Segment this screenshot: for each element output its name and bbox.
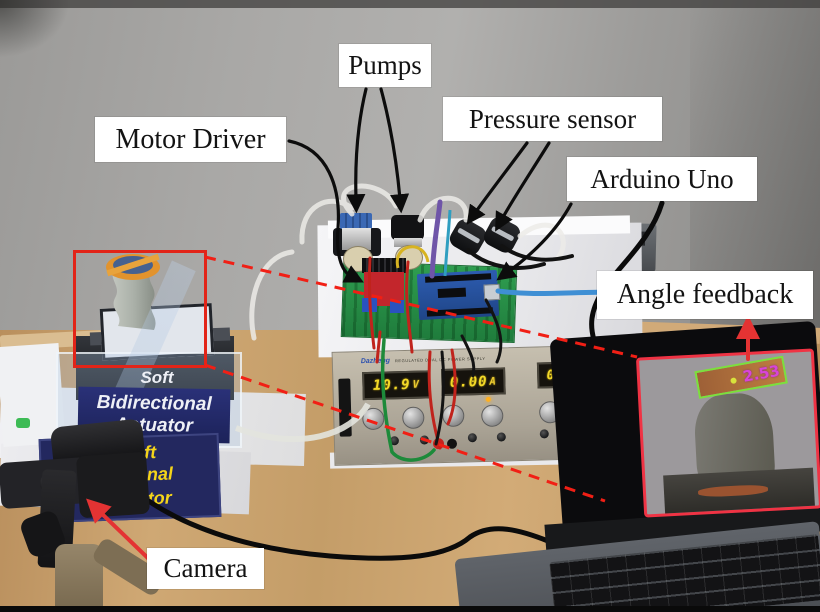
psu-display-amps: 0.00 A	[441, 367, 506, 397]
camera-assembly	[0, 418, 240, 612]
psu-model-text: REGULATED DUAL DC POWER SUPPLY	[394, 355, 486, 363]
actuator-soft-text: Soft	[112, 368, 202, 388]
curtain-top-shadow	[0, 0, 820, 8]
green-connector	[16, 418, 30, 428]
psu-display-volts: 10.9 V	[362, 370, 431, 401]
psu-amps-unit: A	[489, 375, 498, 388]
psu-knob	[402, 406, 425, 430]
driver-terminal	[362, 298, 377, 312]
angle-readout-value: 2.53	[741, 361, 782, 386]
label-angle-feedback-text: Angle feedback	[616, 279, 794, 310]
label-pumps-text: Pumps	[348, 50, 422, 80]
arduino-uno-board	[416, 269, 501, 321]
label-pressure-sensor: Pressure sensor	[443, 97, 662, 141]
psu-brand: Dazheng	[360, 356, 391, 365]
pump-right-motor	[394, 238, 422, 247]
psu-black-plug	[446, 438, 458, 449]
psu-volts-unit: V	[412, 378, 421, 391]
psu-red-plug	[432, 438, 445, 450]
arduino-header-bottom	[426, 307, 494, 317]
label-pumps: Pumps	[339, 44, 431, 87]
psu-amps-value: 0.00	[449, 373, 488, 391]
actuator-soft-text-value: Soft	[140, 368, 174, 387]
label-arduino-uno: Arduino Uno	[567, 157, 757, 201]
psu-jack	[389, 436, 400, 446]
arduino-chip	[437, 287, 467, 299]
actuator-sign-line2: Bidirectional	[96, 391, 212, 416]
label-motor-driver: Motor Driver	[95, 117, 286, 162]
curtain-corner-shadow	[0, 0, 70, 58]
motor-driver-module	[362, 258, 406, 318]
label-pressure-sensor-text: Pressure sensor	[468, 103, 637, 134]
psu-volts-value: 10.9	[372, 376, 411, 394]
driver-heatsink	[362, 258, 406, 273]
label-motor-driver-text: Motor Driver	[115, 123, 266, 155]
sensor-ring	[457, 227, 481, 244]
arduino-usb-port	[483, 283, 501, 301]
soft-actuator-shape	[106, 253, 160, 330]
psu-indicator-led	[485, 396, 491, 402]
pump-right-head	[391, 215, 424, 240]
sensor-ring	[490, 225, 515, 242]
psu-jack	[419, 435, 430, 445]
soft-actuator	[98, 250, 170, 334]
psu-left-slot	[338, 378, 352, 437]
psu-jack	[496, 432, 506, 442]
label-camera-text: Camera	[163, 553, 248, 583]
label-camera: Camera	[147, 548, 264, 589]
psu-jack	[467, 433, 477, 443]
feed-centroid-dot	[730, 377, 738, 385]
cap-stripe	[106, 253, 160, 277]
photo-bottom-edge	[0, 606, 820, 612]
pump-left-terminal-blue	[340, 213, 372, 229]
actuator-roi-box	[73, 250, 207, 368]
psu-knob	[441, 404, 465, 428]
psu-knob	[362, 407, 385, 431]
psu-jack	[539, 429, 549, 439]
driver-terminal	[390, 300, 404, 313]
label-angle-feedback: Angle feedback	[597, 271, 813, 319]
psu-knob	[481, 404, 504, 428]
feed-marker-bbox: 2.53	[694, 355, 788, 399]
arduino-header-top	[424, 273, 492, 283]
clamp-center	[75, 451, 151, 519]
angle-feedback-window: 2.53	[635, 348, 820, 518]
label-arduino-uno-text: Arduino Uno	[590, 163, 734, 194]
